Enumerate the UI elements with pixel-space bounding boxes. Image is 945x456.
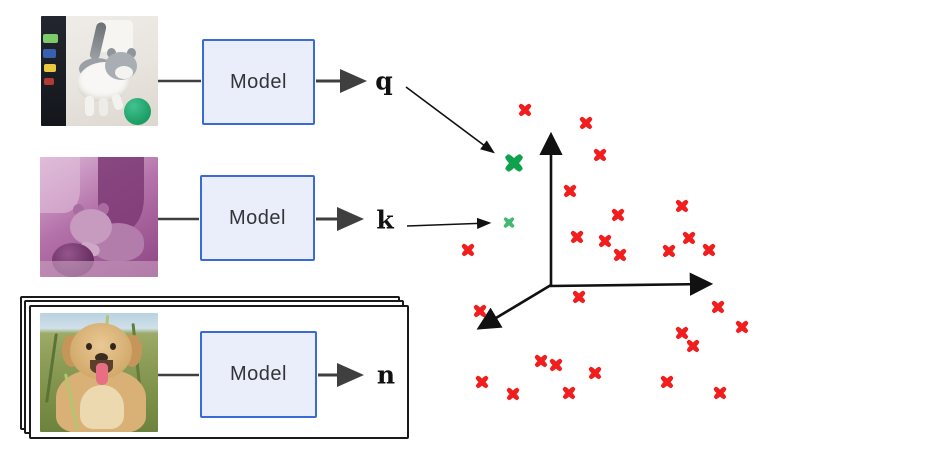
negative-embeddings-marker: [613, 247, 628, 263]
puppy-eye: [110, 343, 116, 350]
puppy-nose: [95, 353, 108, 362]
negative-embeddings-marker: [713, 385, 728, 401]
model-box-negative: Model: [200, 331, 317, 418]
shelf-item: [44, 78, 54, 85]
negative-embeddings-marker: [475, 374, 490, 390]
negative-embeddings-marker: [735, 319, 750, 335]
negative-embeddings-marker: [534, 353, 549, 369]
negative-embeddings-marker: [593, 147, 608, 163]
negative-embeddings-marker: [702, 242, 717, 258]
key-vector-label: k: [376, 205, 394, 235]
key-embedding-marker: [502, 216, 516, 230]
kitten-leg: [99, 98, 108, 116]
axis-z: [476, 283, 552, 330]
negative-embeddings-marker: [572, 289, 587, 305]
puppy-eye: [86, 343, 92, 350]
shelf-item: [43, 49, 56, 58]
arrow-k-to-embedding: [406, 217, 492, 230]
model-box-query: Model: [202, 39, 315, 125]
negative-embeddings-marker: [562, 385, 577, 401]
negative-embeddings-marker: [686, 338, 701, 354]
query-embedding-marker: [504, 153, 525, 174]
negative-embeddings-marker: [518, 102, 533, 118]
model-box-key: Model: [200, 175, 315, 261]
kitten-leg: [85, 96, 94, 116]
negative-embeddings-marker: [549, 357, 564, 373]
background-wall: [40, 157, 80, 213]
kitten-head: [70, 209, 112, 245]
query-image: [41, 16, 158, 126]
shelf-item: [44, 64, 56, 72]
negative-embeddings-marker: [675, 198, 690, 214]
negative-vector-label: n: [376, 360, 396, 390]
negative-embeddings-marker: [598, 233, 613, 249]
key-image: [40, 157, 158, 277]
negative-embeddings-marker: [611, 207, 626, 223]
arrow-q-to-embedding: [405, 86, 495, 154]
negative-embeddings-marker: [570, 229, 585, 245]
negative-embeddings-marker: [711, 299, 726, 315]
negative-embeddings-marker: [662, 243, 677, 259]
negative-embeddings-marker: [682, 230, 697, 246]
model-label: Model: [229, 206, 286, 229]
model-label: Model: [230, 70, 287, 93]
negative-embeddings-marker: [579, 115, 594, 131]
kitten-muzzle: [115, 66, 133, 79]
query-vector-label: q: [375, 66, 393, 96]
kitten-ear: [73, 204, 84, 216]
negative-embeddings-marker: [473, 303, 488, 319]
axis-x: [549, 272, 714, 296]
negative-embeddings-marker: [588, 365, 603, 381]
floor: [40, 261, 158, 277]
green-ball: [124, 98, 151, 125]
negative-embeddings-marker: [506, 386, 521, 402]
kitten-ear: [127, 48, 136, 58]
negative-embeddings-marker: [461, 242, 476, 258]
kitten-ear: [98, 203, 109, 215]
puppy-tongue: [96, 363, 108, 385]
kitten-ear: [107, 48, 116, 58]
puppy-chest: [80, 385, 124, 429]
negative-embeddings-marker: [563, 183, 578, 199]
negative-image: [40, 313, 158, 432]
shelf-item: [43, 34, 58, 43]
negative-embeddings-marker: [660, 374, 675, 390]
model-label: Model: [230, 363, 287, 385]
